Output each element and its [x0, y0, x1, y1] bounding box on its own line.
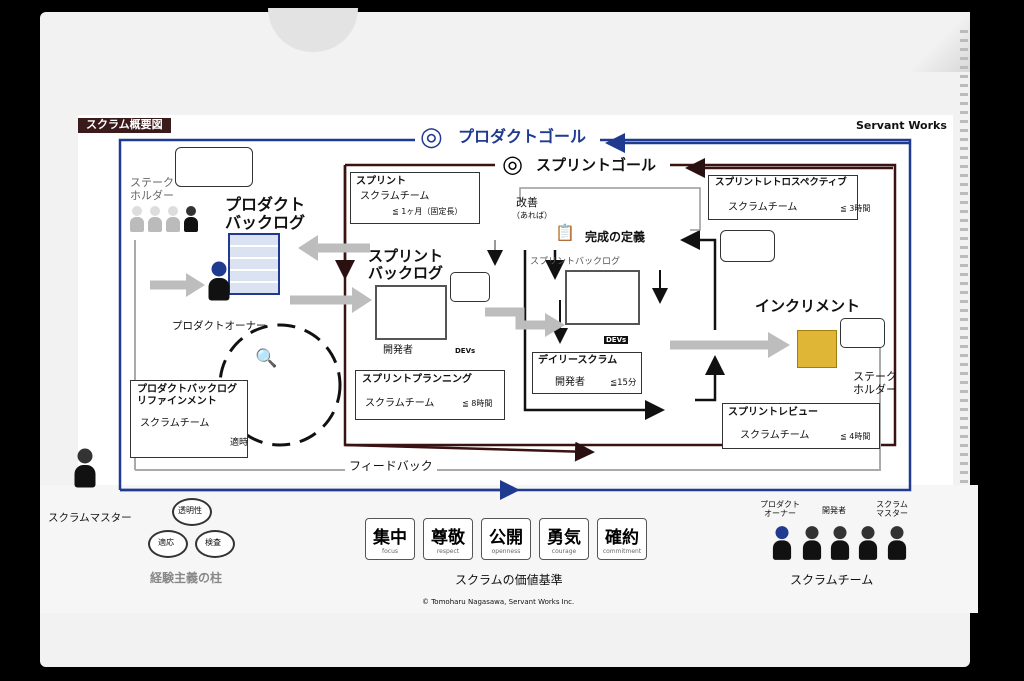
scrum-master-person	[74, 448, 96, 488]
review-time: ≦ 4時間	[840, 432, 871, 441]
magnifier-icon: 🔍	[255, 348, 278, 369]
feedback-label: フィードバック	[345, 459, 437, 474]
team-dev	[858, 526, 878, 560]
target-icon: ◎	[502, 150, 523, 178]
scrum-master-label: スクラムマスター	[48, 512, 132, 524]
sprint-duration: ≦ 1ヶ月（固定長）	[392, 207, 463, 216]
product-goal-title: プロダクトゴール	[458, 127, 587, 146]
pillar-circle	[172, 498, 212, 526]
team-sm	[887, 526, 907, 560]
team-role-dev: 開発者	[822, 506, 846, 515]
daily-title: デイリースクラム	[538, 355, 618, 366]
planning-time: ≦ 8時間	[462, 399, 493, 408]
sprint-team: スクラムチーム	[360, 191, 430, 202]
review-title: スプリントレビュー	[728, 407, 818, 418]
copyright: © Tomoharu Nagasawa, Servant Works Inc.	[422, 598, 575, 606]
values-title: スクラムの価値基準	[455, 573, 563, 587]
sprint-card	[350, 172, 480, 224]
refinement-title: プロダクトバックログ リファインメント	[137, 384, 237, 407]
daily-time: ≦15分	[610, 378, 637, 388]
product-owner-label: プロダクトオーナー	[172, 320, 267, 332]
refinement-time: 適時	[230, 438, 249, 448]
pillar-adaptation: 適応	[158, 538, 174, 547]
dod-sprint-backlog: スプリントバックログ	[530, 257, 621, 267]
pillars-title: 経験主義の柱	[150, 571, 223, 585]
devs-tag: DEVs	[455, 347, 476, 355]
retro-card	[708, 175, 858, 220]
refinement-card	[130, 380, 248, 458]
review-team: スクラムチーム	[740, 430, 810, 441]
product-owner-person	[208, 261, 230, 301]
team-role-po: プロダクト オーナー	[760, 500, 800, 519]
planning-card	[355, 370, 505, 420]
dod-board	[565, 270, 640, 325]
stakeholder-person	[184, 206, 198, 232]
dod-title: 完成の定義	[585, 230, 646, 244]
refinement-team: スクラムチーム	[140, 418, 210, 429]
sprint-goal-title: スプリントゴール	[536, 156, 657, 174]
target-icon: ◎	[420, 122, 443, 152]
daily-loop	[523, 250, 665, 420]
product-backlog-grid	[228, 233, 280, 295]
binder-holes	[960, 30, 968, 610]
stakeholders-label: ステーク ホルダー	[130, 176, 174, 202]
goal-bubble	[450, 272, 490, 302]
pillar-circle	[195, 530, 235, 558]
folder-corner	[890, 12, 970, 72]
planning-title: スプリントプランニング	[362, 374, 472, 385]
sprint-loop	[343, 163, 897, 447]
brand-logo: Servant Works	[856, 119, 947, 132]
increment-stakeholders: ステーク ホルダー	[853, 370, 897, 396]
retro-team: スクラムチーム	[728, 202, 798, 213]
increment-bubble	[840, 318, 885, 348]
team-role-sm: スクラム マスター	[876, 500, 908, 519]
daily-card	[532, 352, 642, 394]
increment-title: インクリメント	[755, 297, 861, 315]
increment-gift	[797, 330, 837, 368]
planning-team: スクラムチーム	[365, 398, 435, 409]
improvement-note: （あれば）	[512, 211, 552, 220]
flow-arrow-to-daily	[485, 307, 548, 330]
team-po	[772, 526, 792, 560]
developers-label: 開発者	[383, 345, 413, 356]
sprint-title: スプリント	[356, 176, 406, 187]
pillar-inspection: 検査	[205, 538, 221, 547]
stakeholder-bubble	[175, 147, 253, 187]
stakeholder-person	[148, 206, 162, 232]
product-backlog-title: プロダクト バックログ	[225, 195, 306, 233]
stakeholder-person	[166, 206, 180, 232]
sprint-backlog-title: スプリント バックログ	[368, 247, 444, 283]
daily-developers: 開発者	[555, 377, 585, 388]
improvement-label: 改善	[516, 196, 538, 209]
stakeholder-person	[130, 206, 144, 232]
team-title: スクラムチーム	[790, 573, 874, 587]
review-card	[722, 403, 880, 449]
team-dev	[802, 526, 822, 560]
pillar-circle	[148, 530, 188, 558]
sprint-backlog-board	[375, 285, 447, 340]
retro-bubble	[720, 230, 775, 262]
dod-devs-tag: DEVs	[604, 336, 629, 345]
checklist-icon: 📋	[555, 223, 575, 242]
pillar-transparency: 透明性	[178, 506, 202, 515]
team-dev	[830, 526, 850, 560]
refinement-cycle	[218, 323, 342, 447]
retro-title: スプリントレトロスペクティブ	[715, 177, 847, 188]
retro-time: ≦ 3時間	[840, 204, 871, 213]
badge: スクラム概要図	[78, 118, 171, 133]
